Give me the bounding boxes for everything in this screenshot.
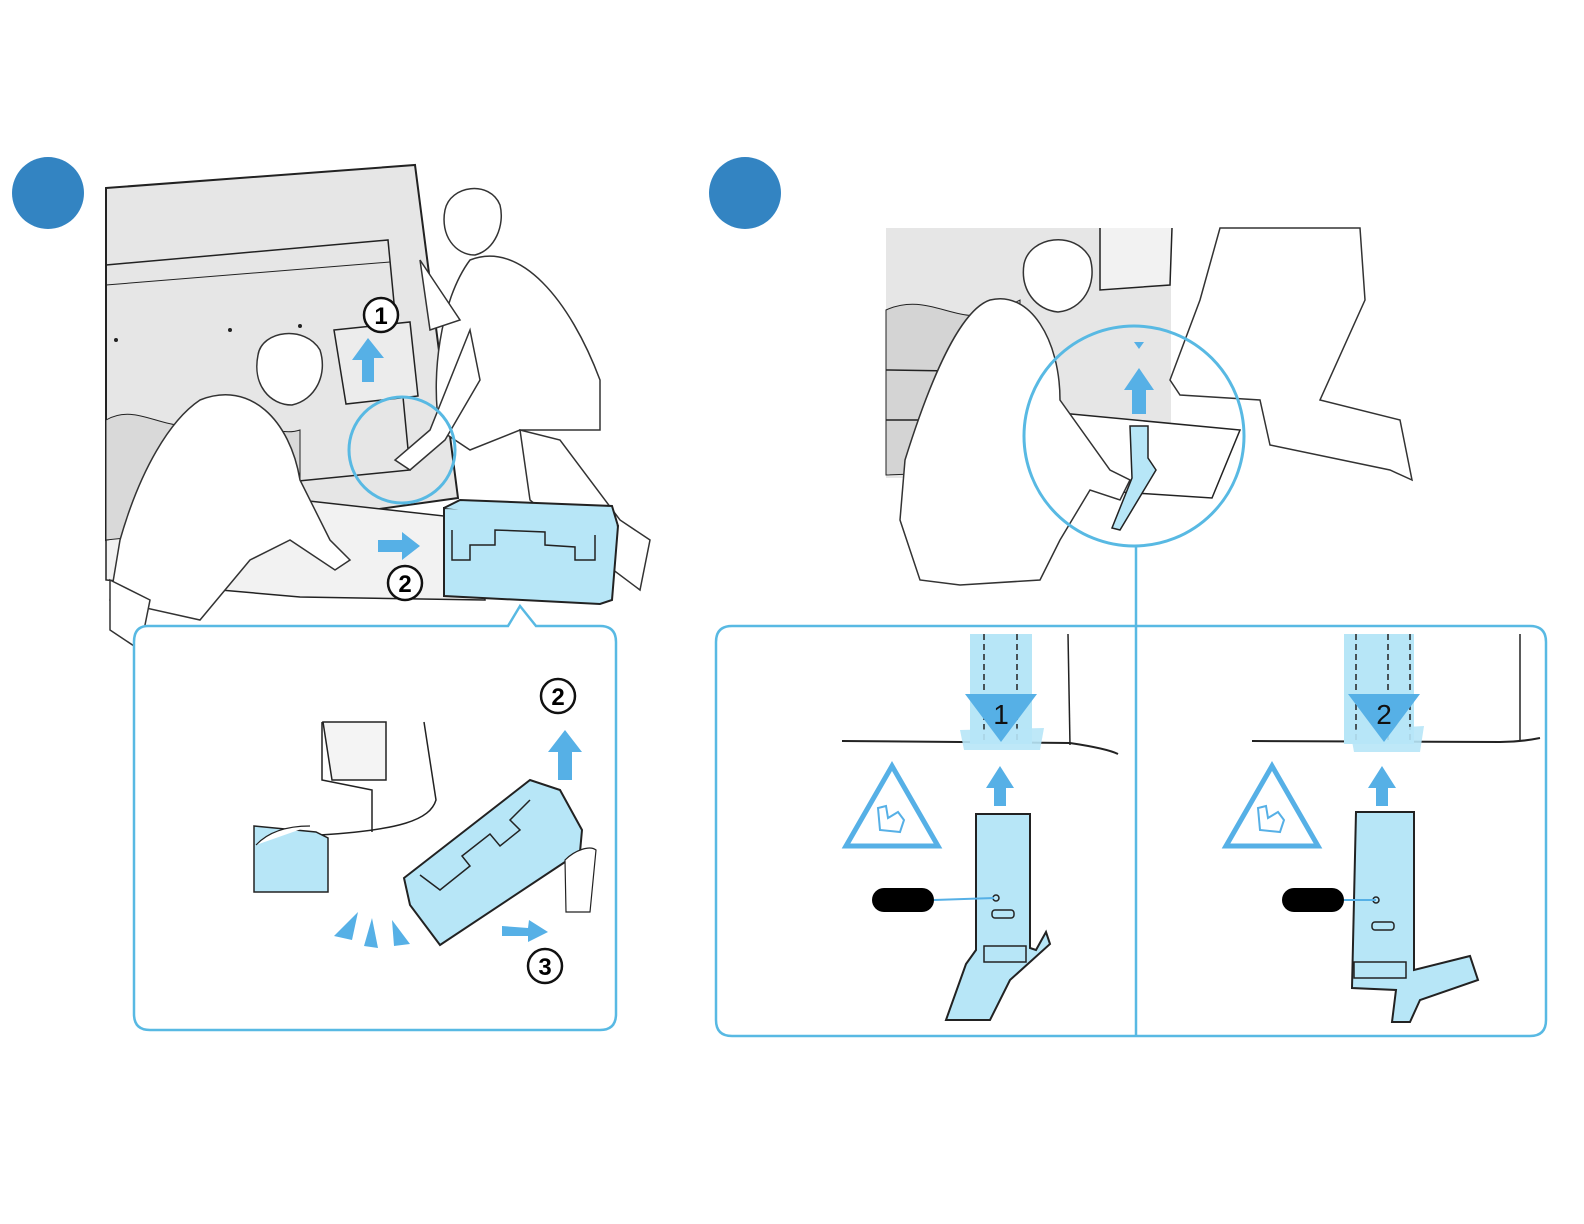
step-2-circle-icon: [709, 157, 781, 229]
marker-1-label: 1: [374, 303, 387, 330]
detail-marker-3-label: 3: [538, 954, 551, 981]
detail-marker-2-label: 2: [551, 684, 564, 711]
label-pill: [1282, 888, 1344, 912]
detail-left-number: 1: [993, 699, 1009, 730]
detail-right-number: 2: [1376, 699, 1392, 730]
marker-2-label: 2: [398, 571, 411, 598]
step-1-circle-icon: [12, 157, 84, 229]
label-pill: [872, 888, 934, 912]
step-1-scene: 1 2: [106, 165, 650, 650]
